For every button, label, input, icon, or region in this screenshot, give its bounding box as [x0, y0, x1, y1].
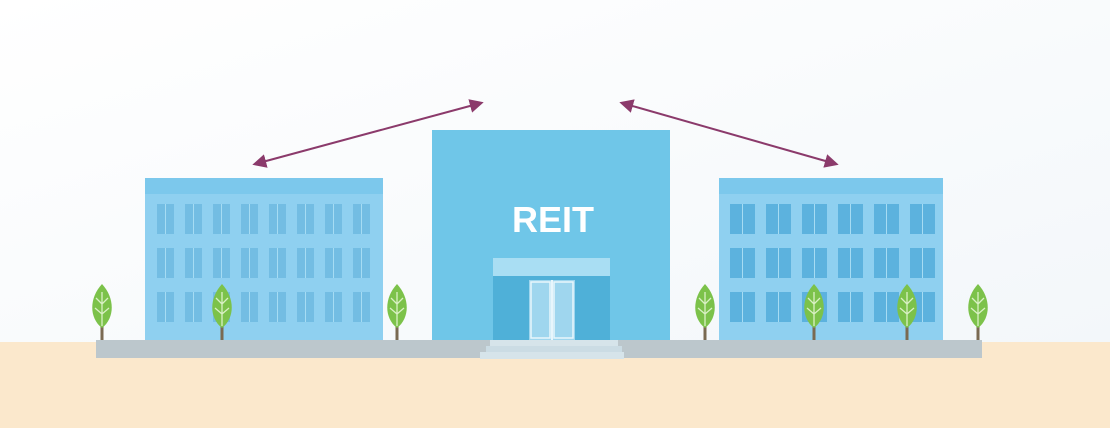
tree-icon — [804, 284, 824, 340]
tree-icon — [212, 284, 232, 340]
left-building-windows — [157, 204, 370, 322]
trees — [92, 284, 988, 340]
tree-icon — [387, 284, 407, 340]
tree-icon — [695, 284, 715, 340]
entrance-steps — [480, 340, 624, 359]
tree-icon — [968, 284, 988, 340]
entrance — [493, 258, 610, 340]
double-headed-arrow-right — [619, 99, 839, 168]
double-headed-arrow-left — [252, 99, 484, 168]
center-building: REIT — [432, 130, 670, 340]
left-building — [145, 178, 383, 340]
tree-icon — [897, 284, 917, 340]
tree-icon — [92, 284, 112, 340]
reit-label: REIT — [512, 199, 594, 240]
